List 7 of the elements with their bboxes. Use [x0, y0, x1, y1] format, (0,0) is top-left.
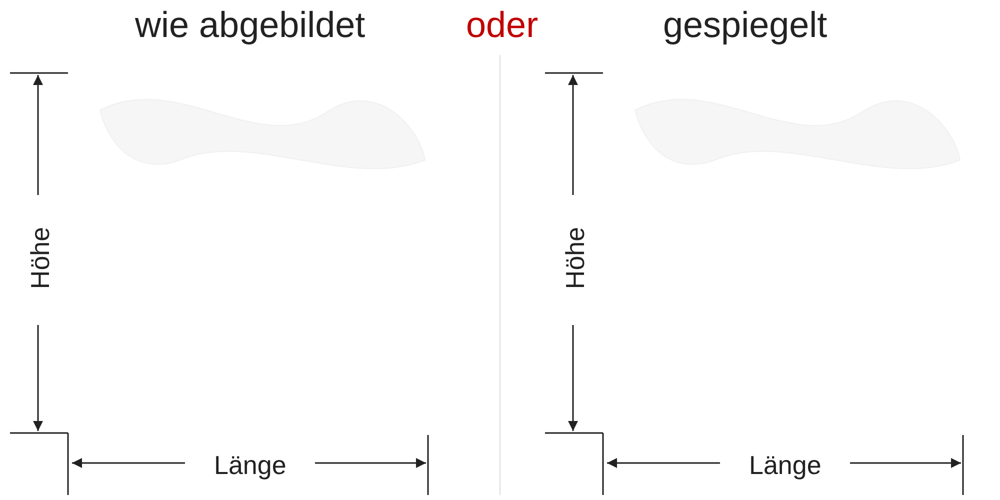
dimension-label: Länge	[749, 452, 822, 478]
heading: gespiegelt	[663, 7, 828, 43]
dimension-label: Höhe	[27, 226, 54, 290]
dimension-label: Länge	[214, 452, 286, 478]
conjunction-text: oder	[466, 7, 538, 43]
dimension-label: Höhe	[562, 226, 588, 290]
heading: wie abgebildet	[135, 7, 366, 43]
